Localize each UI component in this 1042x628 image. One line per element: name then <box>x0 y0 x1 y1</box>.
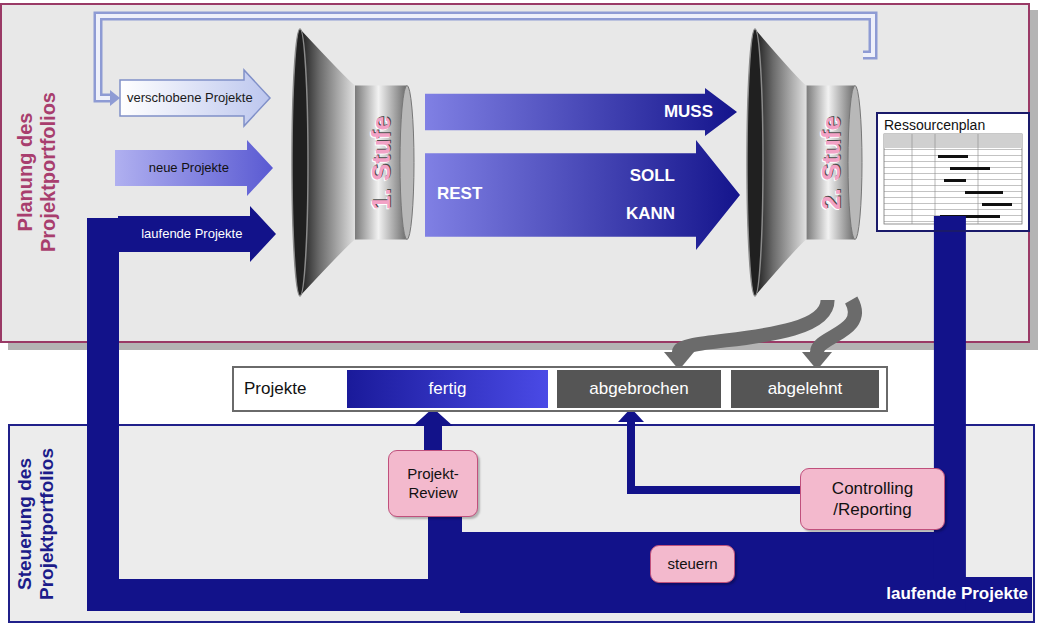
funnel-cylinder <box>355 86 407 240</box>
band-label: laufende Projekte <box>886 584 1028 604</box>
status-label: abgebrochen <box>557 370 721 408</box>
arrow-body <box>120 70 270 126</box>
status-box: abgebrochen <box>557 370 721 408</box>
panel-title: Steuerung des Projektportfolios <box>10 424 62 624</box>
bar-title: Projekte <box>244 368 340 410</box>
connector <box>618 408 800 490</box>
funnel-cap <box>848 86 862 240</box>
connector <box>103 232 950 595</box>
process-box: steuern <box>650 545 735 583</box>
panel-title: Planung des Projektportfolios <box>11 72 63 272</box>
steering-panel: Steuerung des Projektportfolios Projekt-R… <box>8 425 1034 623</box>
arrow-body <box>425 140 740 250</box>
process-box: Projekt-Review <box>388 450 478 517</box>
funnel-rim <box>747 29 763 296</box>
input-arrow: laufende Projekte <box>118 206 276 262</box>
arrow-label: verschobene Projekte <box>124 80 256 116</box>
resource-table <box>884 134 1022 224</box>
arrow-head <box>110 90 120 106</box>
decision-arrow <box>679 300 828 352</box>
connector <box>664 300 828 370</box>
resource-title: Ressourcenplan <box>884 117 1026 133</box>
input-arrow: verschobene Projekte <box>120 70 270 126</box>
arrow-label: SOLL <box>575 164 675 188</box>
priority-arrow: MUSS <box>425 88 737 136</box>
arrow-body <box>115 140 273 196</box>
stage-funnel: 1. Stufe <box>290 25 415 300</box>
resource-sheet <box>876 112 1030 232</box>
process-label: Projekt-Review <box>389 451 477 516</box>
planning-panel: Planung des Projektportfolios verschobene… <box>0 0 1030 344</box>
connector <box>413 408 453 450</box>
arrow-label: REST <box>437 182 517 206</box>
funnel-shape <box>745 25 863 300</box>
project-status-bar: Projektefertigabgebrochen abgelehnt <box>232 366 888 412</box>
arrow-body <box>425 88 737 136</box>
decision-arrow <box>817 300 855 352</box>
funnel-rim <box>292 29 308 296</box>
arrow-body <box>118 206 276 262</box>
resource-plan: Ressourcenplan <box>876 112 1030 232</box>
flow-arrow <box>631 422 800 490</box>
stage-funnel: 2. Stufe <box>745 25 863 300</box>
funnel-label: 2. Stufe <box>813 88 849 238</box>
status-label: abgelehnt <box>731 370 879 408</box>
status-label: fertig <box>347 370 548 408</box>
process-label: steuern <box>651 546 734 582</box>
priority-arrow: REST SOLL KANN <box>425 140 740 250</box>
arrow-label: neue Projekte <box>119 150 259 186</box>
funnel-shape <box>290 25 415 300</box>
arrow-label: KANN <box>575 202 675 226</box>
arrow-label: laufende Projekte <box>122 216 262 252</box>
arrow-label: MUSS <box>429 94 713 130</box>
flow-band <box>103 232 950 595</box>
connector <box>802 300 855 370</box>
flow-arrow <box>424 426 442 450</box>
status-box: fertig <box>347 370 548 408</box>
status-box: abgelehnt <box>731 370 879 408</box>
funnel-label: 1. Stufe <box>363 88 399 238</box>
funnel-cap <box>400 86 414 240</box>
process-label: Controlling /Reporting <box>801 469 944 529</box>
input-arrow: neue Projekte <box>115 140 273 196</box>
planning-panel <box>1 4 1029 342</box>
process-box: Controlling /Reporting <box>800 468 945 530</box>
